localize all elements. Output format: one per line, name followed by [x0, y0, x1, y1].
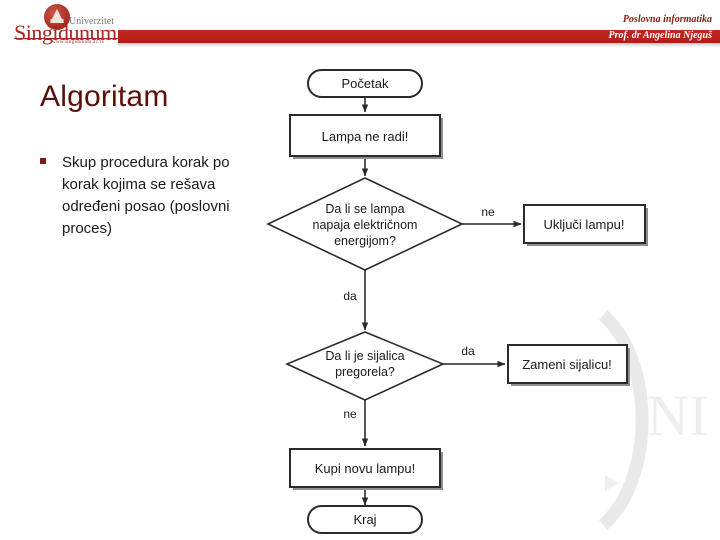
flow-node-problem[interactable]: Lampa ne radi! — [289, 114, 443, 159]
svg-text:Lampa ne radi!: Lampa ne radi! — [322, 129, 409, 144]
svg-text:Početak: Početak — [342, 76, 389, 91]
svg-text:energijom?: energijom? — [334, 234, 396, 248]
flow-edge-label-decision2-yes: da — [461, 344, 475, 358]
svg-text:Kraj: Kraj — [353, 512, 376, 527]
svg-text:napaja električnom: napaja električnom — [313, 218, 418, 232]
bullet-square-icon — [40, 158, 46, 164]
logo-underline — [14, 38, 120, 39]
flow-node-decision-bulb[interactable]: Da li je sijalica pregorela? — [284, 331, 446, 401]
flow-node-start[interactable]: Početak — [307, 69, 423, 98]
slide-header: Univerzitet Singidunum www.singidunum.ac… — [0, 0, 720, 50]
header-accent-bar — [118, 30, 720, 43]
university-logo: Univerzitet Singidunum www.singidunum.ac… — [14, 4, 122, 46]
flow-edge-label-decision1-no: ne — [481, 205, 495, 219]
flow-edge-label-decision1-yes: da — [343, 289, 357, 303]
university-crest-icon — [44, 4, 70, 30]
svg-text:Uključi lampu!: Uključi lampu! — [544, 217, 625, 232]
svg-text:Kupi novu lampu!: Kupi novu lampu! — [315, 461, 415, 476]
slide-title: Algoritam — [40, 80, 169, 113]
logo-subtitle: Univerzitet — [69, 16, 114, 27]
bullet-list-item: Skup procedura korak po korak kojima se … — [40, 152, 240, 240]
background-watermark: NI — [585, 305, 720, 535]
flow-edge-label-decision2-no: ne — [343, 407, 357, 421]
logo-wordmark: Singidunum — [14, 20, 117, 45]
flow-node-decision-power[interactable]: Da li se lampa napaja električnom energi… — [266, 177, 464, 271]
flow-node-action-buy-lamp[interactable]: Kupi novu lampu! — [289, 448, 443, 490]
logo-website-url: www.singidunum.ac.rs — [52, 40, 104, 45]
svg-text:Zameni sijalicu!: Zameni sijalicu! — [522, 357, 612, 372]
flow-node-action-turn-on-lamp[interactable]: Uključi lampu! — [523, 204, 648, 246]
bullet-text: Skup procedura korak po korak kojima se … — [62, 154, 230, 237]
svg-text:Da li je sijalica: Da li je sijalica — [325, 349, 404, 363]
lecturer-name: Prof. dr Angelina Njeguš — [608, 30, 712, 41]
svg-text:pregorela?: pregorela? — [335, 365, 395, 379]
header-accent-bar-shadow — [118, 43, 720, 47]
course-title: Poslovna informatika — [622, 14, 712, 25]
flow-node-action-replace-bulb[interactable]: Zameni sijalicu! — [507, 344, 630, 386]
svg-text:Da li se lampa: Da li se lampa — [325, 202, 404, 216]
flow-node-end[interactable]: Kraj — [307, 505, 423, 534]
svg-text:NI: NI — [647, 383, 708, 448]
